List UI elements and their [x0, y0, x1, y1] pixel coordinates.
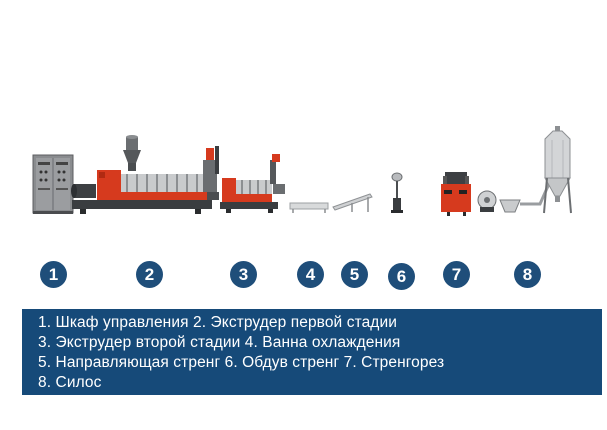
- badge-2: 2: [136, 261, 163, 288]
- badge-8: 8: [514, 261, 541, 288]
- legend-line-3: 5. Направляющая стренг 6. Обдув стренг 7…: [38, 354, 445, 371]
- legend-line-2: 3. Экструдер второй стадии 4. Ванна охла…: [38, 334, 401, 351]
- badge-7: 7: [443, 261, 470, 288]
- cooling-bath-illustration: [289, 202, 329, 213]
- equipment-illustrations: [32, 126, 572, 216]
- badge-1: 1: [40, 261, 67, 288]
- strand-guide-illustration: [332, 193, 373, 212]
- legend-line-1: 1. Шкаф управления 2. Экструдер первой с…: [38, 314, 397, 331]
- badge-3: 3: [230, 261, 257, 288]
- strand-cutter-illustration: [441, 172, 471, 216]
- legend-line-4: 8. Силос: [38, 374, 102, 391]
- silo-illustration: [477, 126, 572, 214]
- control-cabinet-illustration: [32, 154, 74, 214]
- strand-blower-illustration: [391, 172, 403, 213]
- first-stage-extruder-illustration: [71, 135, 219, 214]
- badge-4: 4: [297, 261, 324, 288]
- badge-5: 5: [341, 261, 368, 288]
- badge-6: 6: [388, 263, 415, 290]
- second-stage-extruder-illustration: [220, 154, 285, 213]
- legend-panel: 1. Шкаф управления 2. Экструдер первой с…: [22, 309, 602, 395]
